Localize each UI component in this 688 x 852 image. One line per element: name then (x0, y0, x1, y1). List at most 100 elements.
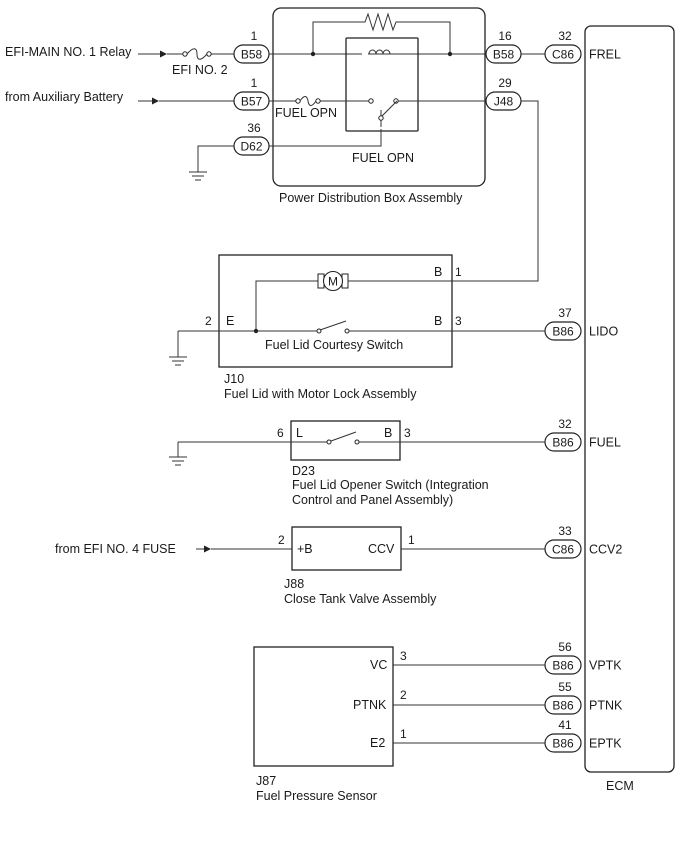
relay-coil-icon (362, 49, 391, 57)
pin-number: 1 (251, 29, 258, 43)
pdb-connector-j48: J48 29 (485, 76, 522, 111)
fuel-lid-box (218, 254, 453, 368)
pdb-connector-d62: D62 36 (233, 121, 270, 156)
connector-code: C86 (552, 48, 574, 62)
connector-code: B86 (552, 699, 574, 713)
pdb-connector-b57: B57 1 (233, 76, 270, 111)
source-aux-battery: from Auxiliary Battery (5, 90, 124, 104)
pressure-sensor-code: J87 (256, 774, 276, 788)
arrowhead-efi-main (160, 50, 167, 58)
fuel-lid-code: J10 (224, 372, 244, 386)
pressure-sensor-pin-1: 1 (400, 727, 407, 741)
connector-code: C86 (552, 543, 574, 557)
courtesy-switch-icon (178, 320, 545, 334)
connector-code: B86 (552, 659, 574, 673)
opener-switch-terminal-l: L (296, 426, 303, 440)
connector-code: B86 (552, 436, 574, 450)
connector-code: B58 (493, 48, 515, 62)
pressure-sensor-pin-2: 2 (400, 688, 407, 702)
pin-number: 37 (558, 306, 572, 320)
relay-label: FUEL OPN (352, 151, 414, 165)
pdb-ground-wire (269, 129, 382, 147)
pressure-sensor-terminal-ptnk: PTNK (353, 698, 387, 712)
courtesy-switch-label: Fuel Lid Courtesy Switch (265, 338, 403, 352)
close-tank-valve-terminal-ccv: CCV (368, 542, 395, 556)
fuse-efi-no2-label: EFI NO. 2 (172, 63, 228, 77)
ecm-connector-group: C8632FRELB8637LIDOB8632FUELC8633CCV2B865… (544, 29, 623, 753)
relay-box (345, 37, 419, 132)
close-tank-valve-pin-2: 2 (278, 533, 285, 547)
source-efi-main-relay: EFI-MAIN NO. 1 Relay (5, 45, 132, 59)
ecm-signal-label: FREL (589, 48, 621, 62)
pin-number: 41 (558, 718, 572, 732)
opener-switch-pin-3: 3 (404, 426, 411, 440)
ecm-signal-label: VPTK (589, 659, 622, 673)
opener-switch-box (290, 420, 401, 461)
connector-code: B86 (552, 325, 574, 339)
fuel-lid-pin-1: 1 (455, 265, 462, 279)
ecm-signal-label: LIDO (589, 325, 618, 339)
ecm-signal-label: CCV2 (589, 543, 622, 557)
pressure-sensor-box (253, 646, 394, 767)
pin-number: 36 (247, 121, 261, 135)
relay-switch-icon (368, 98, 486, 127)
connector-pill (544, 44, 582, 64)
motor-icon: M (255, 270, 452, 331)
fuel-lid-pin-3: 3 (455, 314, 462, 328)
fuel-lid-terminal-b-bottom: B (434, 314, 442, 328)
arrowhead-aux-battery (152, 97, 159, 105)
pdb-connector-b58-in: B58 1 (233, 29, 270, 64)
ecm-box (584, 25, 675, 773)
motor-label: M (328, 275, 338, 289)
close-tank-valve-code: J88 (284, 577, 304, 591)
pressure-sensor-terminal-vc: VC (370, 658, 387, 672)
connector-code: J48 (494, 95, 514, 109)
fuel-lid-name: Fuel Lid with Motor Lock Assembly (224, 387, 417, 401)
pin-number: 33 (558, 524, 572, 538)
pdb-box (272, 7, 486, 187)
connector-code: B58 (241, 48, 263, 62)
ground-icon (169, 331, 187, 366)
pdb-connector-b58-out: B58 16 (485, 29, 522, 64)
close-tank-valve-pin-1: 1 (408, 533, 415, 547)
close-tank-valve-name: Close Tank Valve Assembly (284, 592, 437, 606)
fuel-lid-pin-2: 2 (205, 314, 212, 328)
pin-number: 1 (251, 76, 258, 90)
ground-icon (189, 145, 234, 181)
pin-number: 32 (558, 417, 572, 431)
opener-switch-code: D23 (292, 464, 315, 478)
ecm-signal-label: FUEL (589, 436, 621, 450)
opener-switch-icon (178, 431, 545, 445)
fuse-fuel-opn-label: FUEL OPN (275, 106, 337, 120)
opener-switch-pin-6: 6 (277, 426, 284, 440)
pressure-sensor-terminal-e2: E2 (370, 736, 385, 750)
pin-number: 55 (558, 680, 572, 694)
pin-number: 16 (498, 29, 512, 43)
close-tank-valve-terminal-pb: +B (297, 542, 313, 556)
wire-j48-to-j10 (452, 100, 539, 282)
fuel-lid-terminal-b-top: B (434, 265, 442, 279)
connector-code: B57 (241, 95, 263, 109)
fuel-lid-terminal-e: E (226, 314, 234, 328)
ecm-name: ECM (606, 779, 634, 793)
connector-code: B86 (552, 737, 574, 751)
opener-switch-name-line1: Fuel Lid Opener Switch (Integration (292, 478, 489, 492)
ground-icon (169, 442, 187, 466)
pressure-sensor-name: Fuel Pressure Sensor (256, 789, 377, 803)
source-efi-no4: from EFI NO. 4 FUSE (55, 542, 176, 556)
pdb-name: Power Distribution Box Assembly (279, 191, 463, 205)
pin-number: 32 (558, 29, 572, 43)
fuse-fuel-opn-icon (269, 96, 369, 106)
fuse-efi-no2-icon (182, 48, 212, 60)
connector-code: D62 (240, 140, 262, 154)
opener-switch-name-line2: Control and Panel Assembly) (292, 493, 453, 507)
pin-number: 29 (498, 76, 512, 90)
